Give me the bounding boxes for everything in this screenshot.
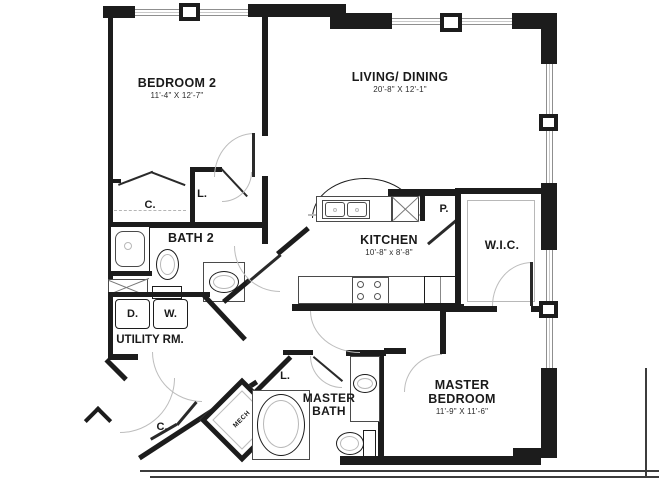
toilet-bowl-inner xyxy=(340,436,359,451)
wall xyxy=(541,26,557,64)
wall xyxy=(103,6,135,18)
wall xyxy=(108,292,210,297)
window-mullion xyxy=(179,3,200,21)
bifold-door xyxy=(118,170,154,186)
wall xyxy=(108,222,268,228)
bedroom2-dims: 11'-4" X 12'-7" xyxy=(150,91,204,100)
door-swing-arc xyxy=(222,172,252,202)
kitchen-name: KITCHEN xyxy=(360,233,418,247)
pantry-label: P. xyxy=(439,203,449,215)
room-label-bath2: BATH 2 xyxy=(167,231,214,245)
kitchen-dims: 10'-8" x 8'-8" xyxy=(365,248,413,257)
window xyxy=(462,18,512,25)
exterior-line xyxy=(645,368,647,476)
master-bedroom-dims: 11'-9" X 11'-6" xyxy=(435,407,489,416)
washer-box: W. xyxy=(153,299,188,329)
wall xyxy=(461,188,541,194)
dryer-label: D. xyxy=(127,307,138,320)
room-label-utility: UTILITY RM. xyxy=(116,334,184,346)
wall xyxy=(190,167,195,227)
window xyxy=(135,9,181,16)
wall xyxy=(276,226,310,256)
living-dims: 20'-8" X 12'-1" xyxy=(373,85,427,94)
stove-burner xyxy=(374,293,381,300)
wall xyxy=(440,306,497,312)
room-label-wic: W.I.C. xyxy=(484,238,520,252)
window xyxy=(546,131,553,183)
soaking-tub-inner xyxy=(263,400,299,448)
toilet-bowl-inner xyxy=(160,254,175,275)
dryer-box: D. xyxy=(115,299,150,329)
closet-label: C. xyxy=(156,421,168,433)
wall xyxy=(440,306,446,354)
kitchen-sink-basin xyxy=(347,202,367,217)
living-name: LIVING/ DINING xyxy=(351,70,449,84)
kitchen-sink-basin xyxy=(325,202,345,217)
room-label-master-bath: MASTER BATH xyxy=(302,391,356,419)
window-mullion xyxy=(539,301,558,318)
linen-label: L. xyxy=(280,370,290,382)
room-label-bedroom2: BEDROOM 2 11'-4" X 12'-7" xyxy=(112,76,242,101)
wall xyxy=(346,350,386,356)
wall xyxy=(378,354,384,460)
wall xyxy=(108,354,138,360)
toilet-tank xyxy=(363,430,376,457)
master-bedroom-name: MASTER BEDROOM xyxy=(428,378,496,406)
door-swing-arc xyxy=(310,311,360,353)
window xyxy=(546,64,553,115)
wall xyxy=(248,4,346,17)
door-leaf xyxy=(252,133,255,177)
door-leaf xyxy=(530,262,533,306)
room-label-kitchen: KITCHEN 10'-8" x 8'-8" xyxy=(339,233,439,258)
wall xyxy=(455,188,461,312)
exterior-line xyxy=(140,470,659,472)
washer-label: W. xyxy=(164,307,177,320)
stove-burner xyxy=(374,281,381,288)
wall xyxy=(512,13,557,29)
window xyxy=(546,250,553,302)
room-label-living: LIVING/ DINING 20'-8" X 12'-1" xyxy=(335,70,465,95)
wall xyxy=(541,183,557,250)
window xyxy=(392,18,440,25)
wall xyxy=(292,304,464,311)
sink-drain xyxy=(333,208,337,212)
wall xyxy=(513,448,541,456)
linen-label: L. xyxy=(197,188,207,200)
sink-inner xyxy=(357,378,373,389)
wall xyxy=(262,228,268,244)
wall xyxy=(108,16,113,360)
tub-drain xyxy=(124,242,132,250)
refrigerator-divider xyxy=(440,277,441,303)
wall xyxy=(531,306,541,312)
room-label-master-bedroom: MASTER BEDROOM 11'-9" X 11'-6" xyxy=(412,378,512,417)
bedroom2-name: BEDROOM 2 xyxy=(137,76,217,90)
sink-drain xyxy=(355,208,359,212)
wall xyxy=(262,176,268,228)
stove-burner xyxy=(357,293,364,300)
bifold-door xyxy=(150,171,186,187)
wall xyxy=(112,179,121,183)
stove-burner xyxy=(357,281,364,288)
wall xyxy=(83,406,101,423)
wall xyxy=(340,456,541,465)
window-mullion xyxy=(440,13,462,32)
wall xyxy=(262,16,268,136)
wall xyxy=(541,368,557,458)
wall xyxy=(384,348,406,354)
wall xyxy=(283,350,313,355)
exterior-line xyxy=(150,476,659,478)
window-mullion xyxy=(539,114,558,131)
wall xyxy=(190,167,222,172)
window xyxy=(546,318,553,368)
wall xyxy=(388,189,458,196)
door-swing-arc xyxy=(214,133,254,177)
door-swing-arc xyxy=(310,356,342,388)
window xyxy=(200,9,248,16)
wall xyxy=(330,13,392,29)
closet-label: C. xyxy=(144,199,156,211)
closet-shelf-line xyxy=(114,210,186,211)
wall xyxy=(108,271,152,276)
wall xyxy=(420,195,425,221)
sink-inner xyxy=(213,275,235,289)
